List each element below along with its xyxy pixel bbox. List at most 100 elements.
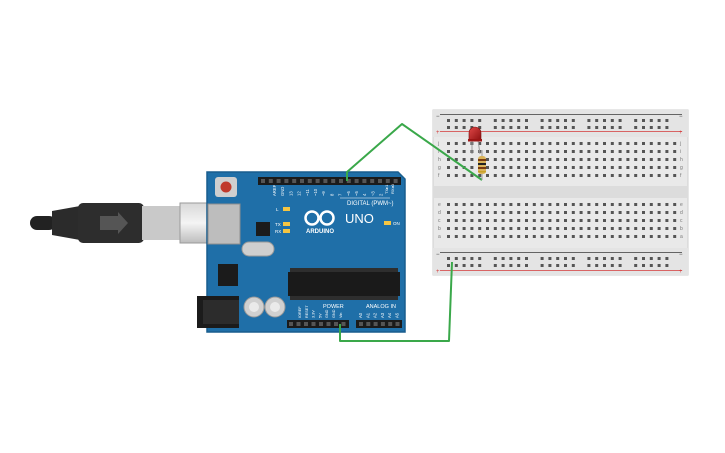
breadboard-hole[interactable] <box>501 166 505 169</box>
breadboard-hole[interactable] <box>571 166 575 169</box>
breadboard-hole[interactable] <box>665 219 669 222</box>
rail-hole[interactable] <box>571 257 575 260</box>
rail-hole[interactable] <box>540 126 544 129</box>
breadboard-hole[interactable] <box>618 203 622 206</box>
breadboard-hole[interactable] <box>603 219 606 222</box>
rail-hole[interactable] <box>564 257 567 260</box>
breadboard-hole[interactable] <box>571 142 575 145</box>
breadboard-hole[interactable] <box>493 203 497 206</box>
rail-hole[interactable] <box>571 119 575 122</box>
digital-pin-hole[interactable] <box>354 179 359 183</box>
breadboard-hole[interactable] <box>657 174 661 177</box>
breadboard-hole[interactable] <box>603 211 606 214</box>
rail-hole[interactable] <box>525 119 528 122</box>
breadboard-hole[interactable] <box>478 174 482 177</box>
breadboard-hole[interactable] <box>525 142 528 145</box>
rail-hole[interactable] <box>603 119 606 122</box>
breadboard-hole[interactable] <box>579 142 583 145</box>
power-pin-hole[interactable] <box>296 322 301 326</box>
breadboard-hole[interactable] <box>556 227 560 230</box>
breadboard-hole[interactable] <box>470 203 474 206</box>
breadboard-hole[interactable] <box>587 203 591 206</box>
rail-hole[interactable] <box>509 119 513 122</box>
breadboard-hole[interactable] <box>587 211 591 214</box>
breadboard-hole[interactable] <box>673 174 677 177</box>
breadboard-hole[interactable] <box>454 158 458 161</box>
breadboard-hole[interactable] <box>618 211 622 214</box>
breadboard-hole[interactable] <box>571 211 575 214</box>
rail-hole[interactable] <box>603 264 606 267</box>
breadboard-hole[interactable] <box>665 166 669 169</box>
breadboard-hole[interactable] <box>532 227 536 230</box>
rail-hole[interactable] <box>556 119 560 122</box>
digital-pin-hole[interactable] <box>385 179 390 183</box>
rail-hole[interactable] <box>517 264 521 267</box>
breadboard-hole[interactable] <box>657 235 661 238</box>
breadboard-hole[interactable] <box>595 235 599 238</box>
breadboard-hole[interactable] <box>532 158 536 161</box>
digital-pin-hole[interactable] <box>276 179 281 183</box>
analog-pin-hole[interactable] <box>395 322 400 326</box>
power-pin-hole[interactable] <box>326 322 331 326</box>
breadboard-hole[interactable] <box>548 150 552 153</box>
breadboard-hole[interactable] <box>673 219 677 222</box>
breadboard-hole[interactable] <box>642 166 645 169</box>
breadboard-hole[interactable] <box>454 166 458 169</box>
analog-pin-hole[interactable] <box>380 322 385 326</box>
breadboard-hole[interactable] <box>509 166 513 169</box>
breadboard-hole[interactable] <box>540 158 544 161</box>
breadboard-hole[interactable] <box>462 150 466 153</box>
breadboard-hole[interactable] <box>501 203 505 206</box>
breadboard-hole[interactable] <box>548 211 552 214</box>
breadboard-hole[interactable] <box>525 227 528 230</box>
breadboard-hole[interactable] <box>540 174 544 177</box>
breadboard-hole[interactable] <box>626 211 630 214</box>
breadboard-hole[interactable] <box>501 219 505 222</box>
rail-hole[interactable] <box>462 126 466 129</box>
breadboard-hole[interactable] <box>595 150 599 153</box>
rail-hole[interactable] <box>447 126 450 129</box>
breadboard-hole[interactable] <box>525 158 528 161</box>
breadboard-hole[interactable] <box>540 150 544 153</box>
breadboard-hole[interactable] <box>603 166 606 169</box>
breadboard-hole[interactable] <box>548 142 552 145</box>
breadboard-hole[interactable] <box>595 227 599 230</box>
rail-hole[interactable] <box>462 264 466 267</box>
breadboard-hole[interactable] <box>564 174 567 177</box>
rail-hole[interactable] <box>634 126 638 129</box>
breadboard-hole[interactable] <box>493 227 497 230</box>
breadboard-hole[interactable] <box>610 219 614 222</box>
breadboard-hole[interactable] <box>626 150 630 153</box>
breadboard-hole[interactable] <box>673 211 677 214</box>
breadboard-hole[interactable] <box>657 142 661 145</box>
breadboard-hole[interactable] <box>579 166 583 169</box>
breadboard-hole[interactable] <box>618 227 622 230</box>
breadboard-hole[interactable] <box>603 235 606 238</box>
analog-pin-hole[interactable] <box>366 322 371 326</box>
breadboard-hole[interactable] <box>603 142 606 145</box>
breadboard-hole[interactable] <box>649 211 653 214</box>
breadboard-hole[interactable] <box>509 235 513 238</box>
breadboard-hole[interactable] <box>571 150 575 153</box>
breadboard-hole[interactable] <box>532 166 536 169</box>
breadboard-hole[interactable] <box>493 219 497 222</box>
breadboard-hole[interactable] <box>447 158 450 161</box>
rail-hole[interactable] <box>665 257 669 260</box>
rail-hole[interactable] <box>642 257 645 260</box>
breadboard-hole[interactable] <box>610 211 614 214</box>
analog-header[interactable] <box>356 320 402 328</box>
breadboard-hole[interactable] <box>447 211 450 214</box>
power-pin-hole[interactable] <box>304 322 308 326</box>
breadboard-hole[interactable] <box>571 203 575 206</box>
breadboard-hole[interactable] <box>478 211 482 214</box>
digital-pin-hole[interactable] <box>323 179 328 183</box>
breadboard-hole[interactable] <box>665 142 669 145</box>
breadboard-hole[interactable] <box>603 203 606 206</box>
breadboard-hole[interactable] <box>509 211 513 214</box>
breadboard-hole[interactable] <box>665 211 669 214</box>
breadboard-hole[interactable] <box>618 158 622 161</box>
rail-hole[interactable] <box>509 264 513 267</box>
rail-hole[interactable] <box>470 264 474 267</box>
breadboard-hole[interactable] <box>649 150 653 153</box>
rail-hole[interactable] <box>540 264 544 267</box>
